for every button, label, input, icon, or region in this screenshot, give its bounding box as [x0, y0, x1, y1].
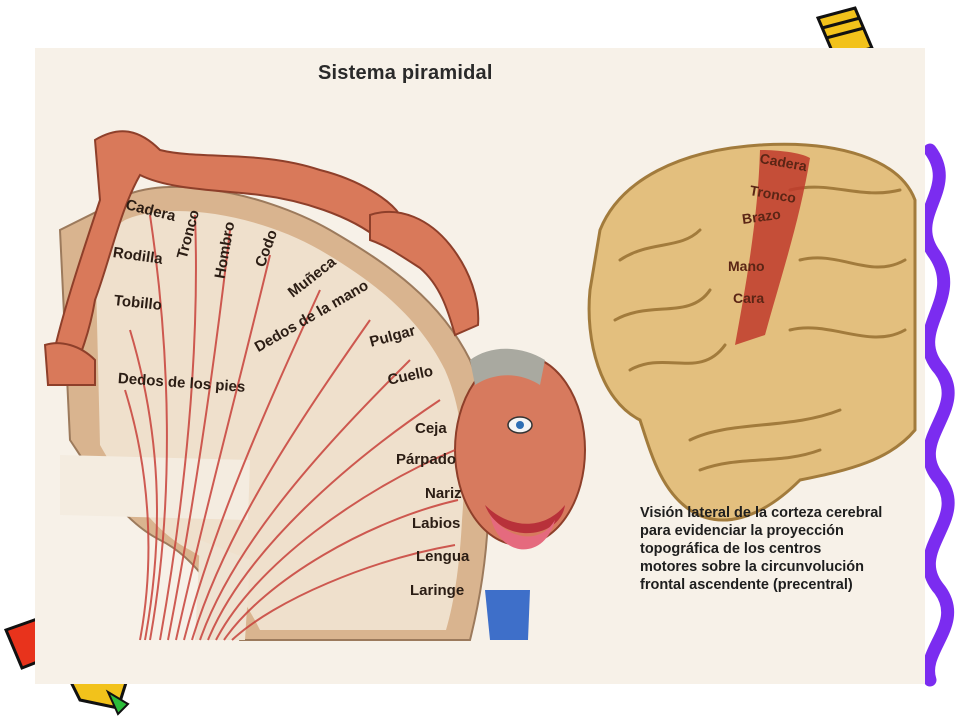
caption-line: topográfica de los centros: [640, 541, 822, 557]
label-laringe: Laringe: [410, 582, 465, 599]
label-nariz: Nariz: [425, 485, 462, 502]
figure-title: Sistema piramidal: [318, 62, 493, 84]
caption-line: para evidenciar la proyección: [640, 523, 844, 539]
cortex-section-illustration: [58, 185, 491, 641]
brain-label-cara: Cara: [733, 290, 765, 306]
label-parpado: Párpado: [396, 451, 457, 468]
caption-line: Visión lateral de la corteza cerebral: [640, 505, 883, 521]
lateral-brain-illustration: [587, 142, 917, 522]
precentral-strip: [735, 150, 810, 345]
pyramidal-fibers-illustration: [124, 214, 459, 641]
caption-line: motores sobre la circunvolución: [640, 559, 864, 575]
label-labios: Labios: [412, 515, 461, 532]
caption-line: frontal ascendente (precentral): [640, 577, 853, 593]
label-lengua: Lengua: [416, 548, 470, 565]
purple-squiggle-border: [919, 143, 955, 687]
label-ceja: Ceja: [415, 420, 447, 437]
brain-label-mano: Mano: [728, 258, 765, 274]
homunculus-face-illustration: [454, 348, 586, 640]
figure-caption: Visión lateral de la corteza cerebral pa…: [640, 504, 930, 594]
homunculus-limbs-illustration: [43, 130, 480, 386]
